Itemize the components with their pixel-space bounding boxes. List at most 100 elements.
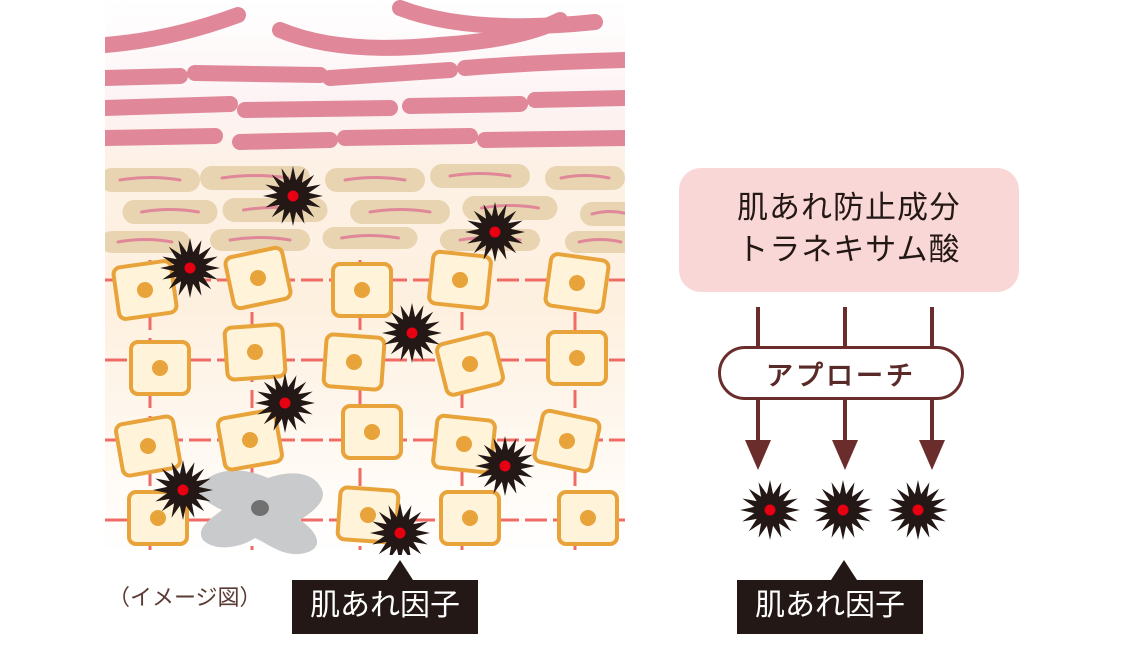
cell-nucleus: [137, 282, 153, 298]
granular-cell-line-6: [140, 208, 200, 214]
cell-nucleus: [247, 344, 263, 360]
spinous-cell-4: [427, 249, 493, 311]
right-factor-label: 肌あれ因子: [737, 580, 923, 634]
factor-star-core: [394, 527, 406, 539]
cell-nucleus: [559, 433, 575, 449]
corneum-band-3: [392, 0, 603, 35]
skin-factor-star-2: [465, 202, 525, 262]
image-caption: （イメージ図）: [108, 586, 262, 611]
skin-factors-in-tissue: [153, 166, 535, 555]
cell-nucleus: [364, 424, 380, 440]
spinous-cells: [111, 245, 619, 546]
granular-layer: [105, 164, 625, 253]
granular-cell-line-8: [368, 208, 432, 214]
skin-factors-targeted: [740, 480, 948, 540]
granular-cell-line-5: [559, 174, 611, 180]
granular-cell-11: [105, 231, 190, 253]
cell-nucleus: [346, 354, 362, 370]
corneum-band-10: [402, 96, 528, 114]
cell-nucleus: [360, 507, 376, 523]
skin-factor-star-1: [263, 166, 323, 226]
arrow-head-2: [832, 440, 858, 470]
spinous-cell-16: [127, 490, 189, 546]
granular-cell-line-9: [480, 204, 540, 210]
factor-star-core: [489, 226, 501, 238]
granular-cell-6: [122, 200, 218, 224]
corneum-band-11: [527, 90, 625, 108]
corneum-band-15: [477, 130, 625, 148]
corneum-band-1: [105, 7, 246, 53]
skin-factor-star-3: [160, 238, 220, 298]
granular-cell-line-1: [118, 176, 182, 182]
granular-cell-13: [322, 227, 418, 249]
granular-cell-1: [105, 168, 200, 192]
factor-star-core: [287, 190, 299, 202]
factor-star-core: [764, 504, 776, 516]
spinous-cell-2: [223, 245, 293, 311]
spinous-cell-12: [216, 408, 284, 472]
skin-factor-star-7: [153, 460, 213, 520]
corneum-band-9: [237, 100, 398, 118]
spinous-cell-15: [532, 408, 602, 474]
factor-star-core: [406, 327, 418, 339]
cell-nucleus: [462, 356, 478, 372]
skin-factor-star-8: [370, 503, 430, 555]
arrow-head-3: [919, 440, 945, 470]
cell-nucleus: [452, 272, 468, 288]
target-factor-star-3: [888, 480, 948, 540]
spinous-cell-1: [111, 259, 179, 321]
cell-nucleus: [354, 282, 370, 298]
factor-star-core: [184, 262, 196, 274]
granular-cell-line-2: [220, 174, 290, 180]
cell-nucleus: [242, 432, 258, 448]
factor-star-core: [912, 504, 924, 516]
corneum-band-6: [322, 62, 458, 86]
left-factor-label: 肌あれ因子: [292, 580, 478, 634]
granular-cell-line-15: [577, 238, 623, 244]
left-tag-pointer: [387, 560, 413, 580]
spinous-cell-10: [546, 330, 608, 386]
corneum-band-4: [105, 68, 188, 86]
right-tag-pointer: [831, 560, 857, 580]
approach-label: アプローチ: [766, 360, 916, 392]
target-factor-star-1: [740, 480, 800, 540]
granular-cell-8: [350, 200, 450, 224]
granular-cell-3: [325, 168, 425, 192]
corneum-band-14: [337, 128, 478, 146]
cell-nucleus: [140, 438, 156, 454]
granular-cell-10: [580, 202, 625, 226]
granular-cell-4: [430, 164, 530, 188]
ingredient-box: 肌あれ防止成分 トラネキサム酸: [679, 168, 1019, 292]
spinous-cell-18: [439, 490, 501, 546]
ingredient-name: トラネキサム酸: [737, 232, 961, 268]
granular-cell-5: [545, 166, 625, 190]
cell-nucleus: [569, 350, 585, 366]
cell-nucleus: [580, 510, 596, 526]
factor-star-core: [279, 397, 291, 409]
spinous-cell-9: [435, 331, 505, 397]
cell-nucleus: [250, 270, 266, 286]
cell-nucleus: [150, 510, 166, 526]
spinous-cell-13: [341, 404, 403, 460]
cell-nucleus: [569, 275, 585, 291]
granular-cell-15: [565, 231, 625, 253]
target-factor-star-2: [813, 480, 873, 540]
spinous-cell-11: [114, 414, 182, 478]
spinous-cell-8: [321, 332, 387, 392]
spinous-cell-14: [431, 413, 497, 475]
stratum-corneum-layer: [105, 0, 625, 150]
spinous-cell-19: [557, 490, 619, 546]
granular-cell-line-10: [590, 210, 625, 216]
approach-pill: アプローチ: [718, 346, 964, 400]
corneum-band-5: [187, 65, 328, 83]
skin-factor-star-6: [475, 436, 535, 496]
granular-cell-line-11: [116, 238, 174, 244]
corneum-band-13: [232, 132, 338, 150]
spinous-cell-3: [331, 262, 393, 318]
granular-cell-12: [210, 229, 310, 251]
corneum-band-8: [105, 96, 238, 116]
arrow-head-1: [745, 440, 771, 470]
fibroblast: [199, 470, 323, 555]
fibroblast-nucleus: [251, 500, 269, 516]
